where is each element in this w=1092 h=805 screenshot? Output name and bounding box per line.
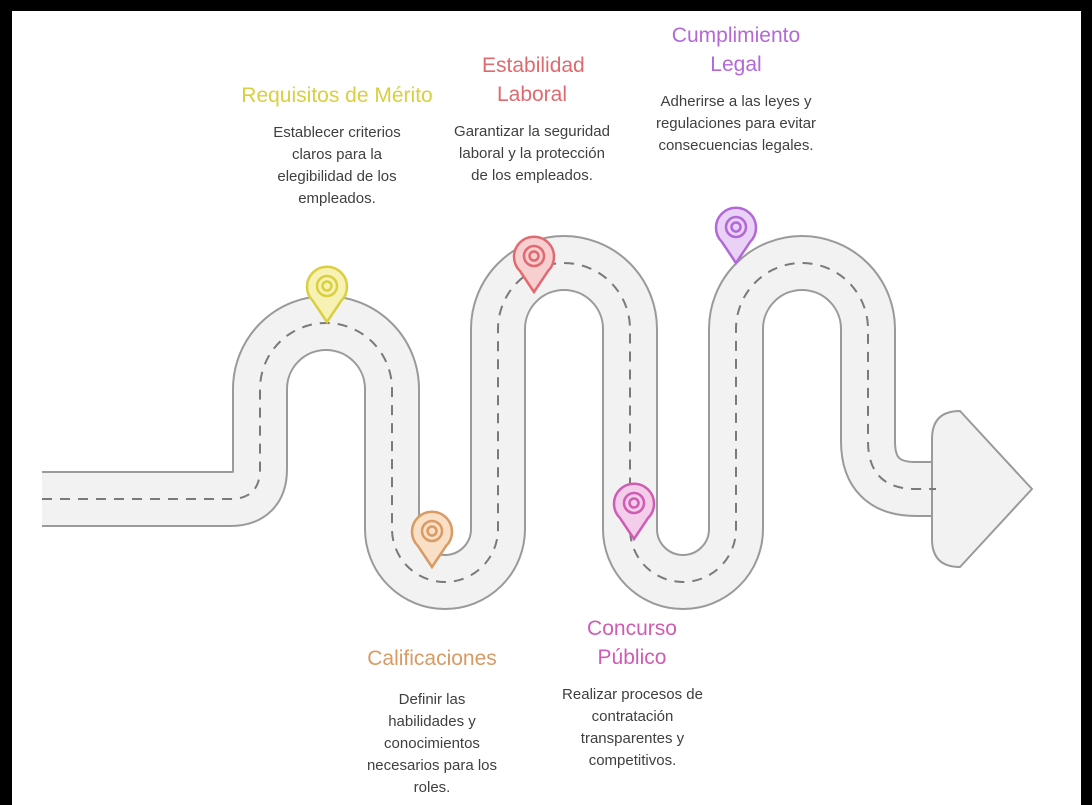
pin-body [714,206,758,265]
step-requisitos: Requisitos de Mérito Establecer criterio… [237,81,437,210]
step-description: Adherirse a las leyes y regulaciones par… [655,93,817,154]
step-title: Concurso Público [587,617,677,669]
pin-dot [528,250,540,262]
pin-dot [628,497,640,509]
pin-body [410,510,454,569]
step-description: Garantizar la seguridad laboral y la pro… [454,123,610,184]
road [42,235,1033,610]
road-centerline [42,262,936,583]
pin-dot [730,221,742,233]
step-cumplimiento: Cumplimiento Legal Adherirse a las leyes… [634,21,839,157]
pin-ring [522,244,546,268]
step-description: Realizar procesos de contratación transp… [562,686,703,769]
step-title: Cumplimiento Legal [671,24,801,76]
pin-body [612,482,656,541]
map-pin-icon [512,235,556,294]
map-pin-icon [612,482,656,541]
diagram-canvas: Requisitos de Mérito Establecer criterio… [12,11,1081,805]
map-pin-icon [410,510,454,569]
pin-body [305,265,349,324]
step-concurso: Concurso Público Realizar procesos de co… [540,614,725,772]
step-title: Calificaciones [367,647,497,670]
map-pin-icon [305,265,349,324]
pin-ring [420,519,444,543]
pin-ring [315,274,339,298]
pin-ring [622,491,646,515]
pin-body [512,235,556,294]
step-estabilidad: Estabilidad Laboral Garantizar la seguri… [447,51,617,187]
pin-dot [426,525,438,537]
road-surface [42,237,942,608]
step-description: Definir las habilidades y conocimientos … [366,691,498,796]
pin-dot [321,280,333,292]
step-title: Estabilidad Laboral [482,54,585,106]
arrow-head [931,410,1033,568]
map-pin-icon [714,206,758,265]
step-title: Requisitos de Mérito [241,84,433,107]
step-description: Establecer criterios claros para la eleg… [273,124,401,207]
step-calificaciones: Calificaciones Definir las habilidades y… [342,644,522,799]
pin-ring [724,215,748,239]
